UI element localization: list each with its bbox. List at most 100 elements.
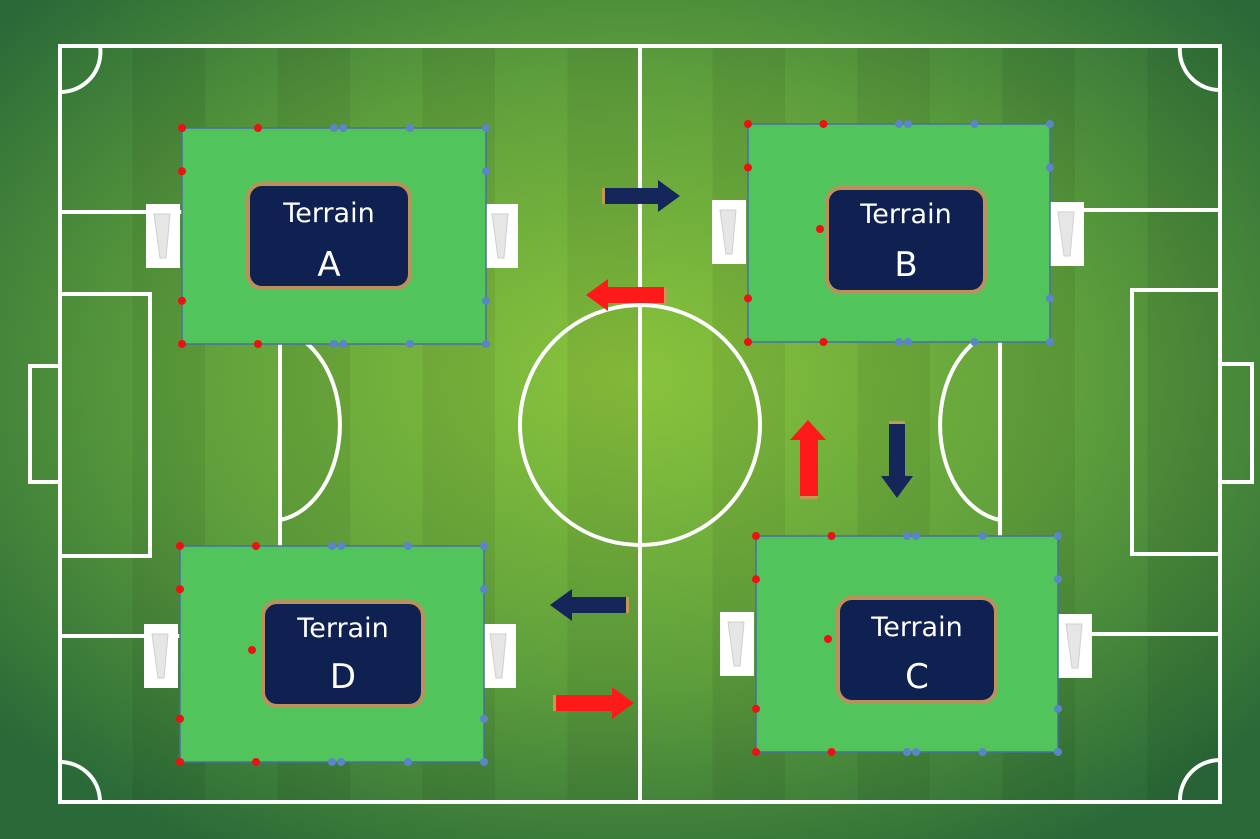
cone-marker xyxy=(480,585,488,594)
cone-marker xyxy=(482,167,490,176)
cone-marker xyxy=(328,758,336,766)
terrain-label-box xyxy=(825,186,987,294)
arrow-b-to-c xyxy=(881,421,913,498)
goal-icon xyxy=(146,204,180,268)
goal-icon xyxy=(144,624,178,688)
terrain-label-letter: D xyxy=(330,657,356,697)
cone-marker xyxy=(970,338,979,346)
goal-icon xyxy=(712,200,746,264)
center-circle xyxy=(518,303,762,547)
cone-marker xyxy=(1054,532,1062,540)
terrain-label-word: Terrain xyxy=(859,199,951,230)
arrow-c-to-d xyxy=(550,589,629,621)
cone-marker xyxy=(178,124,186,132)
left-goal xyxy=(28,364,62,484)
cone-marker xyxy=(978,532,987,540)
terrain-a: Terrain A xyxy=(178,124,490,348)
cone-marker xyxy=(752,704,760,713)
cone-marker xyxy=(819,338,828,346)
cone-marker xyxy=(482,124,490,132)
cone-marker xyxy=(744,294,752,303)
pitch-stripe xyxy=(567,46,640,802)
cone-marker xyxy=(978,748,987,756)
terrain-label-letter: C xyxy=(905,657,929,697)
cone-marker xyxy=(254,124,262,132)
cone-marker xyxy=(254,340,262,348)
cone-marker xyxy=(248,646,256,654)
terrain-label-box xyxy=(246,182,412,290)
terrain-c: Terrain C xyxy=(752,532,1062,756)
corner-arc-bottom-right xyxy=(1177,757,1221,803)
cone-marker xyxy=(339,340,348,348)
cone-marker xyxy=(904,120,913,128)
corner-arc-top-right xyxy=(1177,45,1221,93)
cone-marker xyxy=(752,748,760,756)
cone-marker xyxy=(744,338,752,346)
cone-marker xyxy=(1054,748,1062,756)
arrow-c-to-b xyxy=(790,420,826,499)
cone-marker xyxy=(1046,294,1054,303)
cone-marker xyxy=(176,585,184,594)
cone-marker xyxy=(744,120,752,128)
arrow-b-to-a xyxy=(586,279,667,311)
goal-icon xyxy=(484,204,518,268)
cone-marker xyxy=(824,635,832,643)
cone-marker xyxy=(827,748,836,756)
terrain-label-word: Terrain xyxy=(282,198,374,229)
cone-marker xyxy=(404,758,412,766)
cone-marker xyxy=(176,542,184,550)
cone-marker xyxy=(339,124,348,132)
cone-marker xyxy=(482,340,490,348)
cone-marker xyxy=(752,575,760,584)
cone-marker xyxy=(176,714,184,723)
cone-marker xyxy=(903,748,911,756)
cone-marker xyxy=(912,532,921,540)
cone-marker xyxy=(178,167,186,176)
terrain-label-box xyxy=(836,596,998,704)
cone-marker xyxy=(1046,120,1054,128)
cone-marker xyxy=(895,338,903,346)
cone-marker xyxy=(406,340,414,348)
cone-marker xyxy=(752,532,760,540)
cone-marker xyxy=(480,758,488,766)
cone-marker xyxy=(330,340,338,348)
terrain-b: Terrain B xyxy=(744,120,1054,346)
cone-marker xyxy=(744,163,752,172)
cone-marker xyxy=(970,120,979,128)
cone-marker xyxy=(406,124,414,132)
cone-marker xyxy=(480,714,488,723)
pitch-stripe xyxy=(1147,46,1220,802)
cone-marker xyxy=(827,532,836,540)
cone-marker xyxy=(480,542,488,550)
cone-marker xyxy=(252,758,260,766)
cone-marker xyxy=(178,340,186,348)
terrain-d: Terrain D xyxy=(176,542,488,766)
terrain-label-word: Terrain xyxy=(296,613,388,644)
corner-arc-top-left xyxy=(59,45,103,95)
terrain-label-box xyxy=(261,600,425,708)
cone-marker xyxy=(482,296,490,305)
cone-marker xyxy=(337,542,346,550)
cone-marker xyxy=(252,542,260,550)
cone-marker xyxy=(1054,704,1062,713)
goal-icon xyxy=(720,612,754,676)
cone-marker xyxy=(1054,575,1062,584)
cone-marker xyxy=(816,225,824,233)
cone-marker xyxy=(895,120,903,128)
cone-marker xyxy=(330,124,338,132)
cone-marker xyxy=(337,758,346,766)
terrain-label-letter: B xyxy=(894,245,917,285)
cone-marker xyxy=(1046,163,1054,172)
cone-marker xyxy=(1046,338,1054,346)
cone-marker xyxy=(404,542,412,550)
cone-marker xyxy=(904,338,913,346)
cone-marker xyxy=(903,532,911,540)
terrain-label-letter: A xyxy=(317,245,340,285)
arrow-a-to-b xyxy=(602,180,680,212)
goal-icon xyxy=(1058,614,1092,678)
rotation-arrows xyxy=(550,180,913,719)
pitch-lines xyxy=(28,44,1254,804)
cone-marker xyxy=(176,758,184,766)
right-goal xyxy=(1218,362,1254,484)
